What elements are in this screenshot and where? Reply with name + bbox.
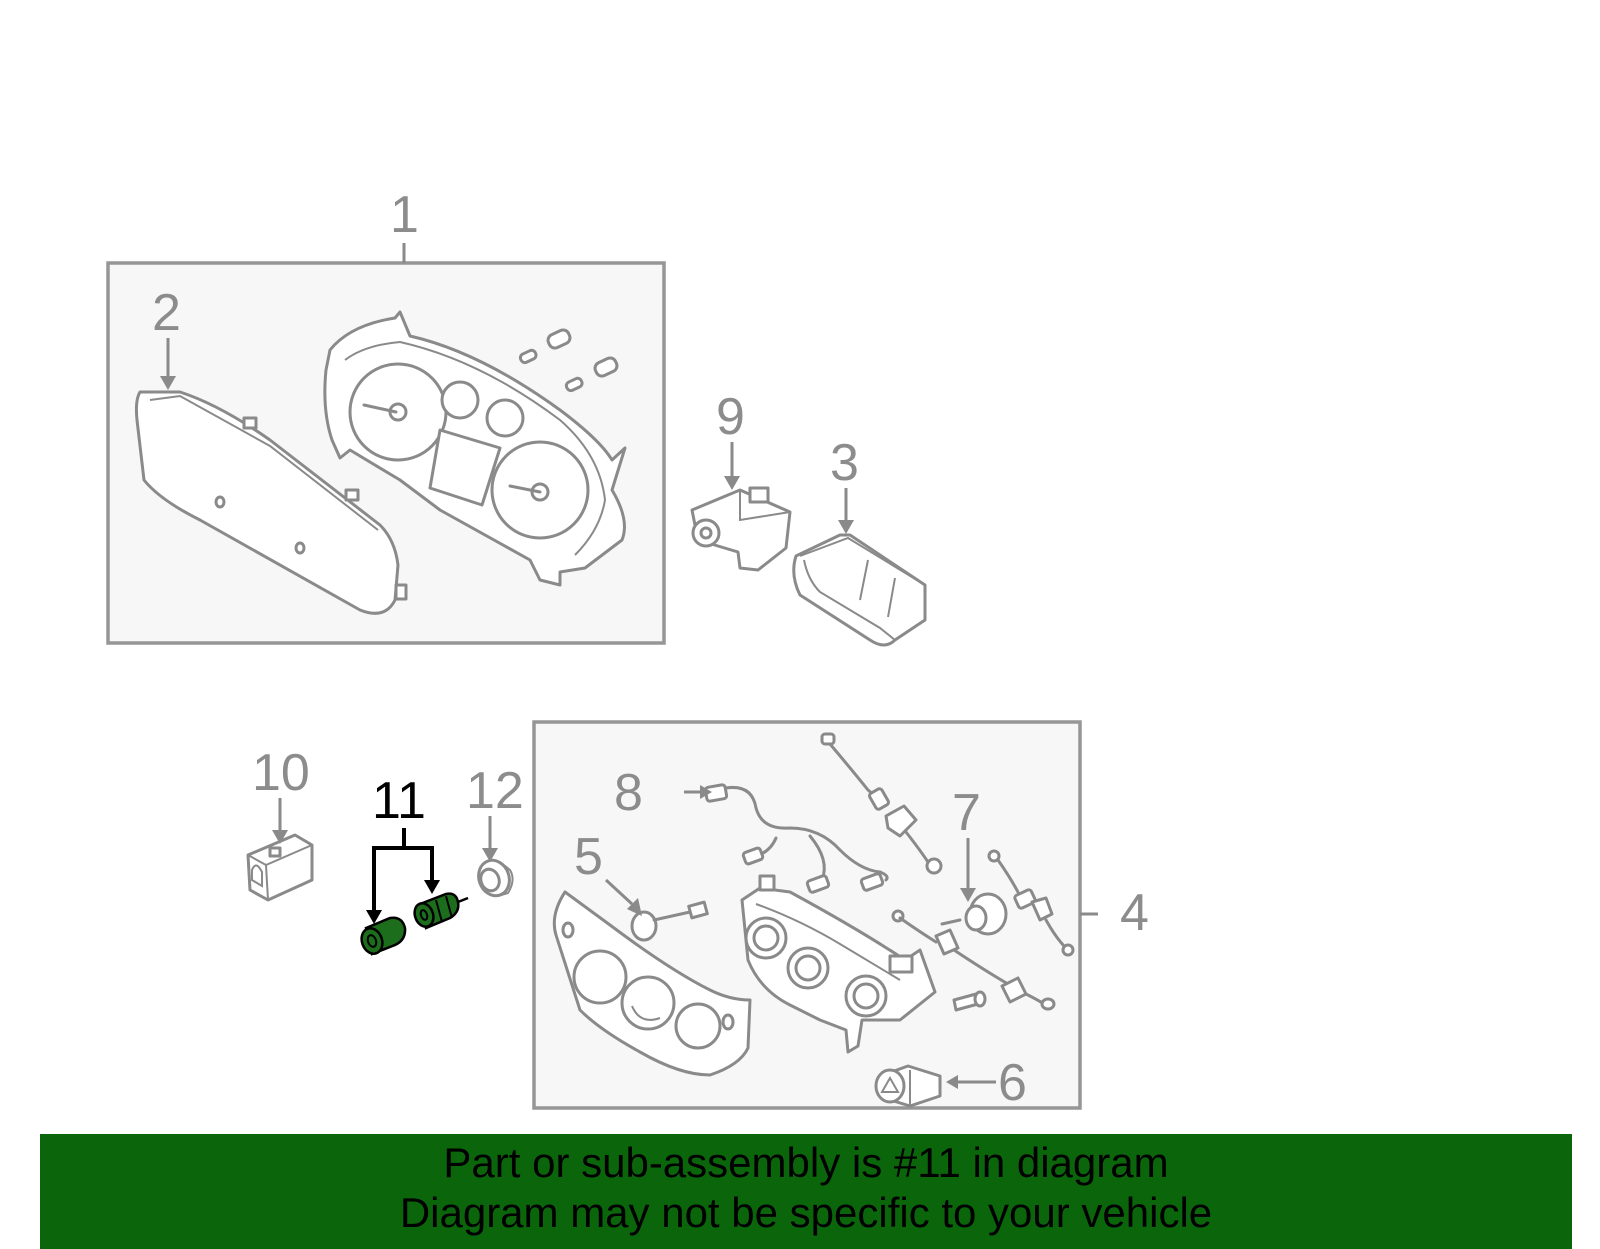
callout-1: 1 — [390, 186, 419, 244]
info-banner: Part or sub-assembly is #11 in diagram D… — [40, 1134, 1572, 1249]
switch-part-6 — [874, 1064, 942, 1108]
callout-4: 4 — [1120, 884, 1149, 942]
bulb-part-5 — [630, 900, 709, 942]
callout-12: 12 — [466, 762, 524, 820]
highlight-leader-lines — [366, 828, 440, 924]
sensor-wire — [820, 732, 943, 875]
callout-5: 5 — [574, 828, 603, 886]
callout-10: 10 — [252, 744, 310, 802]
banner-line-1: Part or sub-assembly is #11 in diagram — [443, 1139, 1169, 1186]
right-wire — [987, 849, 1075, 957]
callout-2: 2 — [152, 284, 181, 342]
switch-part-10 — [246, 833, 314, 902]
actuator-part-7 — [940, 892, 1008, 936]
callout-8: 8 — [614, 764, 643, 822]
cluster-lens-part — [134, 390, 408, 615]
callout-11: 11 — [372, 772, 426, 830]
grommet-part-12 — [477, 858, 514, 898]
bulb-sockets — [518, 328, 619, 393]
control-cable — [891, 909, 1056, 1011]
callout-9: 9 — [716, 388, 745, 446]
switch-part-9 — [690, 486, 792, 572]
bulb-part-11-a — [360, 916, 407, 956]
callout-6: 6 — [998, 1054, 1027, 1112]
callout-3: 3 — [830, 434, 859, 492]
cluster-housing-part — [323, 310, 627, 587]
wire-harness-part-8 — [703, 783, 889, 894]
control-unit-part — [740, 874, 937, 1054]
banner-line-2: Diagram may not be specific to your vehi… — [399, 1189, 1213, 1236]
bezel-part — [552, 890, 752, 1077]
screw-part — [952, 990, 987, 1012]
control-module-part-3 — [792, 533, 927, 647]
bulb-part-11-b — [413, 892, 469, 930]
callout-7: 7 — [952, 784, 981, 842]
